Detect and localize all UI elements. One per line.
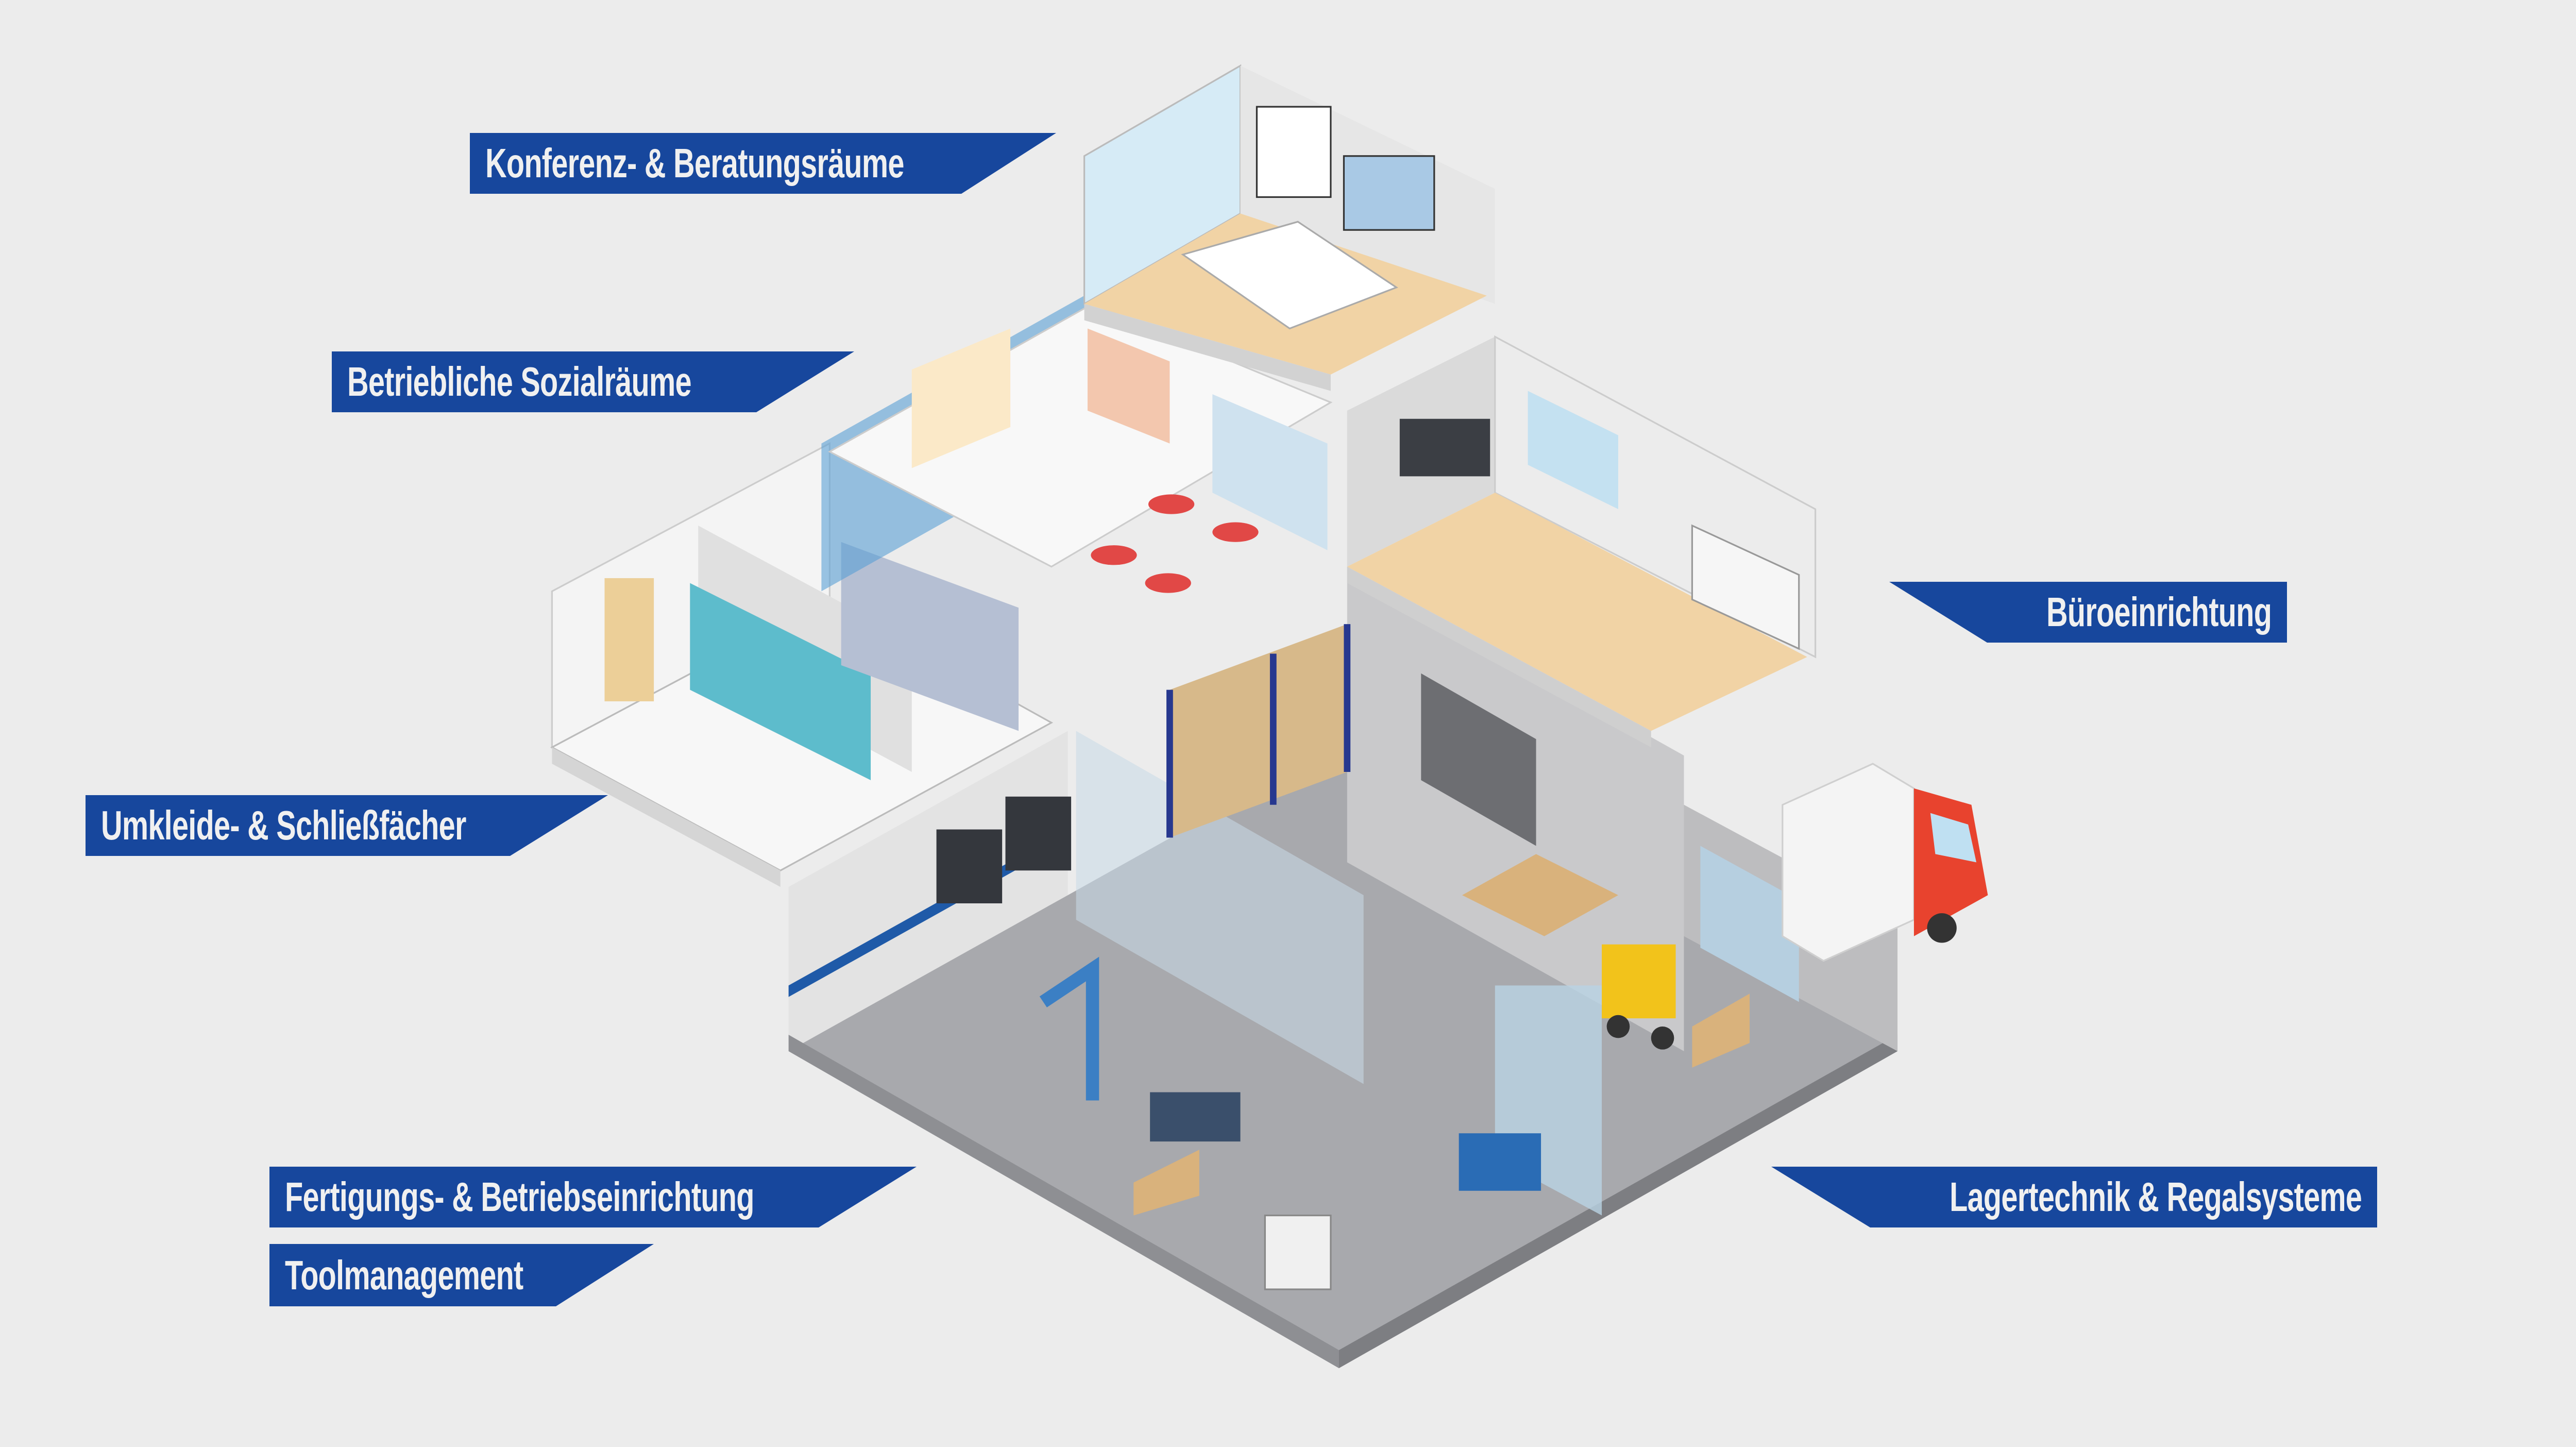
office — [1347, 335, 1817, 748]
label-text: Konferenz- & Beratungsräume — [485, 140, 904, 186]
label-text: Umkleide- & Schließfächer — [101, 802, 466, 848]
truck — [1782, 763, 1988, 962]
label-text: Fertigungs- & Betriebseinrichtung — [285, 1174, 754, 1220]
label-warehouse-shelving: Lagertechnik & Regalsysteme — [1771, 1167, 2377, 1227]
label-production-equipment: Fertigungs- & Betriebseinrichtung — [269, 1167, 917, 1227]
label-text: Toolmanagement — [285, 1252, 523, 1298]
label-conference-rooms: Konferenz- & Beratungsräume — [470, 133, 1056, 194]
label-text: Betriebliche Sozialräume — [347, 359, 691, 405]
label-lockers: Umkleide- & Schließfächer — [86, 795, 608, 856]
conference-room — [1083, 64, 1495, 391]
label-text: Lagertechnik & Regalsysteme — [1949, 1174, 2362, 1220]
locker-room — [550, 442, 1054, 887]
factory-area — [788, 566, 1898, 1369]
label-social-rooms: Betriebliche Sozialräume — [332, 351, 854, 412]
label-text: Büroeinrichtung — [2046, 589, 2272, 635]
canteen — [821, 295, 1333, 593]
